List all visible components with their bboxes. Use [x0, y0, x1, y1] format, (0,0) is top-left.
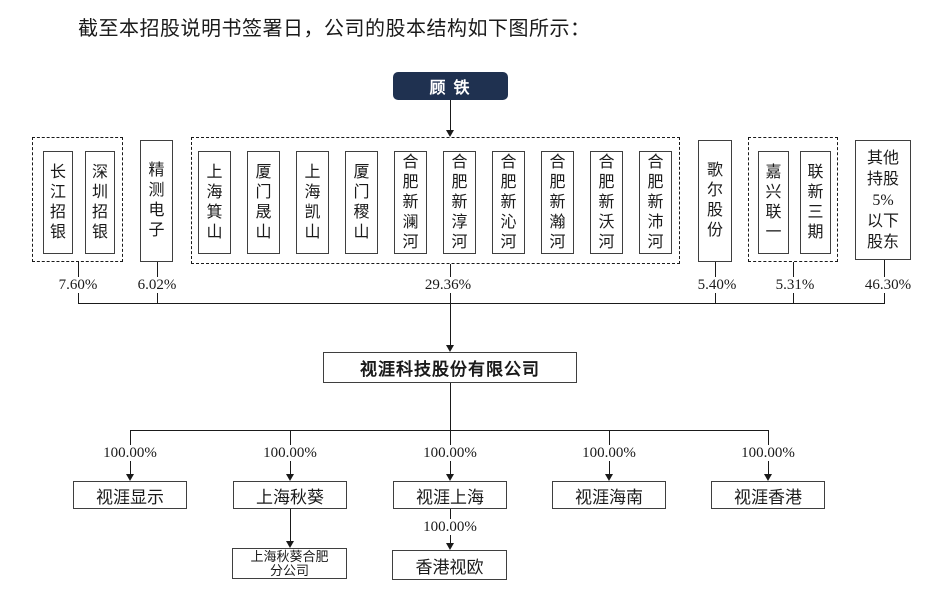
shareholder-name: 联新三期	[807, 163, 824, 241]
shareholder-box: 合肥新沁河	[492, 151, 525, 254]
arrow-down-icon	[286, 474, 294, 481]
shareholder-box: 长江招银	[43, 151, 73, 254]
percent-label: 5.31%	[772, 277, 818, 293]
shareholder-box-goer: 歌尔股份	[698, 140, 732, 262]
subsidiary-box: 视涯海南	[552, 481, 666, 509]
branch-name: 上海秋葵合肥 分公司	[250, 548, 329, 578]
arrow-down-icon	[286, 541, 294, 548]
percent-label: 100.00%	[420, 519, 480, 535]
company-box: 视涯科技股份有限公司	[323, 352, 577, 383]
shareholder-name: 嘉兴联一	[765, 163, 782, 241]
subsidiary-name: 视涯海南	[575, 487, 643, 507]
shareholder-name: 厦门晟山	[255, 163, 272, 241]
arrow-down-icon	[446, 130, 454, 137]
shareholder-name: 合肥新淳河	[451, 153, 468, 251]
controller-box: 顾 铁	[393, 72, 508, 100]
shareholder-name: 精测电子	[148, 162, 165, 239]
shareholder-box: 厦门稷山	[345, 151, 378, 254]
connector-bus	[78, 303, 885, 304]
shareholder-name: 上海凯山	[304, 163, 321, 241]
shareholder-name: 歌尔股份	[706, 162, 723, 239]
shareholder-box: 合肥新沃河	[590, 151, 623, 254]
percent-label: 100.00%	[579, 445, 639, 461]
shareholder-box: 合肥新沛河	[639, 151, 672, 254]
shareholder-box: 合肥新瀚河	[541, 151, 574, 254]
arrow-down-icon	[446, 543, 454, 550]
shareholder-group-jiaxing-lianxin: 嘉兴联一 联新三期	[748, 137, 838, 262]
shareholder-name: 深圳招银	[91, 163, 108, 241]
shareholder-box: 合肥新澜河	[394, 151, 427, 254]
shareholder-name: 合肥新瀚河	[549, 153, 566, 251]
shareholder-box: 联新三期	[800, 151, 831, 254]
subsidiary-name: 视涯上海	[416, 487, 484, 507]
subsidiary-box: 视涯显示	[73, 481, 187, 509]
percent-label: 29.36%	[421, 277, 475, 293]
shareholder-box: 厦门晟山	[247, 151, 280, 254]
sub-subsidiary-name: 香港视欧	[415, 557, 484, 577]
shareholder-box: 上海凯山	[296, 151, 329, 254]
percent-label: 100.00%	[100, 445, 160, 461]
subsidiary-name: 视涯显示	[96, 487, 164, 507]
branch-box: 上海秋葵合肥 分公司	[232, 548, 347, 579]
arrow-down-icon	[764, 474, 772, 481]
shareholder-name: 上海箕山	[206, 163, 223, 241]
connector-line	[290, 509, 291, 541]
arrow-down-icon	[605, 474, 613, 481]
sub-subsidiary-box: 香港视欧	[392, 550, 507, 580]
percent-label: 46.30%	[861, 277, 915, 293]
shareholder-name: 合肥新澜河	[402, 153, 419, 251]
subsidiary-box: 上海秋葵	[233, 481, 347, 509]
arrow-down-icon	[126, 474, 134, 481]
shareholder-name: 合肥新沃河	[598, 153, 615, 251]
shareholder-box-other: 其他 持股 5% 以下 股东	[855, 140, 911, 260]
page-title: 截至本招股说明书签署日，公司的股本结构如下图所示：	[78, 18, 591, 40]
subsidiary-name: 上海秋葵	[256, 487, 324, 507]
arrow-down-icon	[446, 345, 454, 352]
shareholder-group-partnerships: 上海箕山 厦门晟山 上海凯山 厦门稷山 合肥新澜河 合肥新淳河 合肥新沁河 合肥…	[191, 137, 680, 264]
shareholder-name: 合肥新沁河	[500, 153, 517, 251]
shareholder-box: 合肥新淳河	[443, 151, 476, 254]
percent-label: 6.02%	[134, 277, 180, 293]
arrow-down-icon	[446, 474, 454, 481]
connector-bus	[130, 430, 768, 431]
shareholder-group-changjiang-shenzhen: 长江招银 深圳招银	[32, 137, 123, 262]
connector-controller-shaft	[450, 100, 451, 130]
percent-label: 100.00%	[260, 445, 320, 461]
shareholder-box: 上海箕山	[198, 151, 231, 254]
percent-label: 100.00%	[738, 445, 798, 461]
shareholder-box: 嘉兴联一	[758, 151, 789, 254]
shareholder-name: 厦门稷山	[353, 163, 370, 241]
percent-label: 100.00%	[420, 445, 480, 461]
shareholder-name: 合肥新沛河	[647, 153, 664, 251]
shareholder-name: 长江招银	[49, 163, 66, 241]
connector-line	[450, 303, 451, 347]
shareholder-name: 其他 持股 5% 以下 股东	[866, 149, 899, 251]
shareholder-box: 深圳招银	[85, 151, 115, 254]
shareholder-box-jingce: 精测电子	[140, 140, 173, 262]
percent-label: 5.40%	[694, 277, 740, 293]
connector-line	[450, 383, 451, 430]
company-name: 视涯科技股份有限公司	[360, 360, 540, 379]
subsidiary-box: 视涯香港	[711, 481, 825, 509]
subsidiary-name: 视涯香港	[734, 487, 802, 507]
subsidiary-box: 视涯上海	[393, 481, 507, 509]
percent-label: 7.60%	[55, 277, 101, 293]
